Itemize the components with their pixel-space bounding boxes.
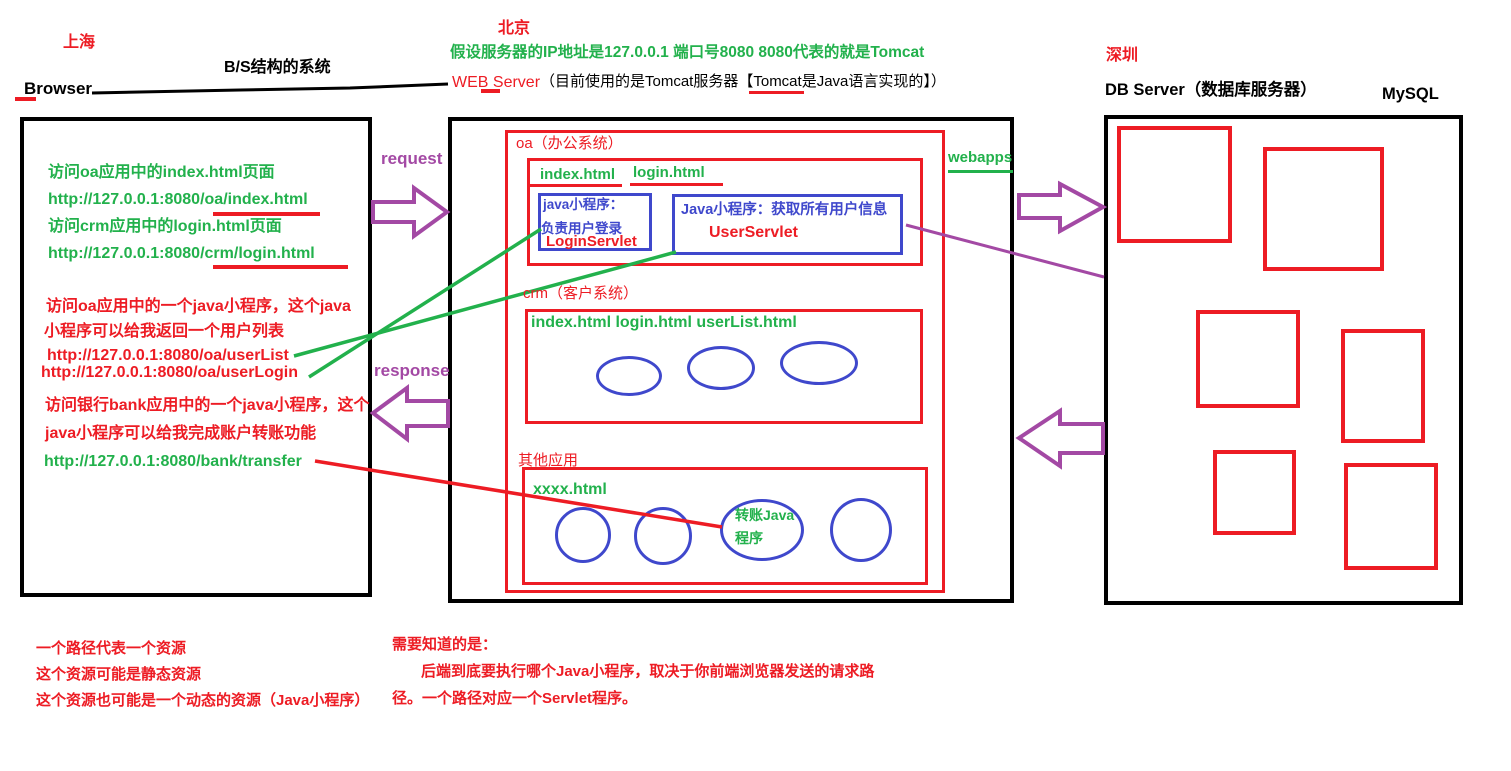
browser-underline xyxy=(15,97,36,101)
oa-index-underline xyxy=(527,184,622,187)
browser-url-userlogin: http://127.0.0.1:8080/oa/userLogin xyxy=(41,364,298,381)
oa-file-index: index.html xyxy=(540,166,616,183)
label-browser: Browser xyxy=(24,79,93,98)
note-need-to-know-line3: 径。一个路径对应一个Servlet程序。 xyxy=(392,690,638,707)
browser-note-bank-2: java小程序可以给我完成账户转账功能 xyxy=(45,425,317,442)
response-arrow-icon xyxy=(369,384,450,444)
request-arrow-icon xyxy=(371,184,451,240)
label-shanghai: 上海 xyxy=(63,34,96,51)
label-web-server-note: （目前使用的是Tomcat服务器【Tomcat是Java语言实现的】） xyxy=(540,73,946,90)
label-web-server: WEB Server xyxy=(452,74,541,91)
user-servlet-name: UserServlet xyxy=(709,224,798,241)
browser-note-java-applet-2: 小程序可以给我返回一个用户列表 xyxy=(44,323,285,340)
db-server-box xyxy=(1104,115,1463,605)
login-servlet-line1: java小程序： xyxy=(543,197,624,212)
user-servlet-line1: Java小程序：获取所有用户信息 xyxy=(681,202,888,218)
oa-section-label: oa（办公系统） xyxy=(516,135,623,152)
webserver-to-db-arrow-icon xyxy=(1017,180,1108,235)
note-dynamic-resource: 这个资源也可能是一个动态的资源（Java小程序） xyxy=(36,692,370,709)
crm-section-label: crm（客户系统） xyxy=(523,285,638,302)
label-server-ip-note: 假设服务器的IP地址是127.0.0.1 端口号8080 8080代表的就是To… xyxy=(450,44,925,61)
db-table-6 xyxy=(1344,463,1438,570)
db-table-5 xyxy=(1213,450,1296,535)
crm-servlet-ellipse-1 xyxy=(596,356,662,396)
oa-index-url-underline xyxy=(213,212,320,216)
label-mysql: MySQL xyxy=(1382,85,1439,103)
webapps-underline xyxy=(948,170,1013,173)
label-system-title: B/S结构的系统 xyxy=(224,59,331,76)
note-need-to-know-title: 需要知道的是： xyxy=(392,636,498,653)
other-servlet-circle-3 xyxy=(830,498,892,562)
other-servlet-circle-1 xyxy=(555,507,611,563)
tomcat-underline xyxy=(749,91,804,94)
note-need-to-know-line2: 后端到底要执行哪个Java小程序，取决于你前端浏览器发送的请求路 xyxy=(421,663,875,680)
other-servlet-circle-2 xyxy=(634,507,692,565)
note-static-resource: 这个资源可能是静态资源 xyxy=(36,666,202,683)
login-servlet-line2: 负责用户登录 xyxy=(541,221,622,236)
browser-url-oa-index: http://127.0.0.1:8080/oa/index.html xyxy=(48,191,308,208)
oa-file-login: login.html xyxy=(633,164,705,181)
user-servlet-box xyxy=(672,194,903,255)
browser-note-oa-page: 访问oa应用中的index.html页面 xyxy=(48,164,275,181)
oa-login-underline xyxy=(630,183,723,186)
web-server-underline xyxy=(481,89,500,93)
browser-url-crm-login: http://127.0.0.1:8080/crm/login.html xyxy=(48,245,315,262)
browser-note-crm-page: 访问crm应用中的login.html页面 xyxy=(48,218,282,235)
response-label: response xyxy=(374,361,450,380)
db-table-1 xyxy=(1117,126,1232,243)
browser-to-webserver-line xyxy=(91,82,449,95)
browser-note-java-applet-1: 访问oa应用中的一个java小程序，这个java xyxy=(46,298,351,315)
oa-section-box xyxy=(527,158,923,266)
transfer-program-line1: 转账Java xyxy=(735,507,795,523)
crm-files: index.html login.html userList.html xyxy=(531,314,797,331)
browser-url-userlist: http://127.0.0.1:8080/oa/userList xyxy=(47,347,289,364)
db-table-2 xyxy=(1263,147,1384,271)
label-db-server: DB Server（数据库服务器） xyxy=(1105,81,1317,99)
other-apps-label: 其他应用 xyxy=(518,452,579,469)
note-path-resource: 一个路径代表一个资源 xyxy=(36,640,187,657)
label-shenzhen: 深圳 xyxy=(1106,47,1139,64)
webapps-label: webapps xyxy=(948,149,1013,166)
db-table-4 xyxy=(1341,329,1425,443)
crm-login-url-underline xyxy=(213,265,348,269)
login-servlet-box xyxy=(538,193,652,251)
crm-servlet-ellipse-3 xyxy=(780,341,858,385)
other-apps-file: xxxx.html xyxy=(533,481,607,498)
login-servlet-name: LoginServlet xyxy=(546,233,637,250)
db-table-3 xyxy=(1196,310,1300,408)
crm-servlet-ellipse-2 xyxy=(687,346,755,390)
browser-note-bank-1: 访问银行bank应用中的一个java小程序，这个 xyxy=(45,397,370,414)
browser-url-bank-transfer: http://127.0.0.1:8080/bank/transfer xyxy=(44,453,302,470)
transfer-program-line2: 程序 xyxy=(735,530,763,546)
transfer-program-circle xyxy=(720,499,804,561)
request-label: request xyxy=(381,149,443,168)
db-to-webserver-arrow-icon xyxy=(1015,407,1105,470)
label-beijing: 北京 xyxy=(498,20,531,37)
